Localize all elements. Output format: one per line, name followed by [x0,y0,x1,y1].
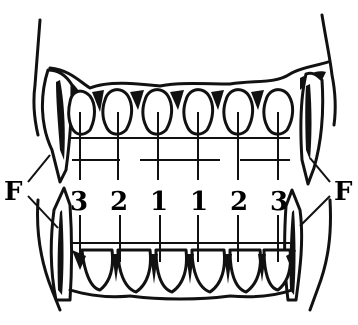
upper-incisor-3-left [69,91,95,134]
upper-right-canine [301,73,323,184]
lower-incisor-1-right [192,250,224,292]
incisor-label-1-left: 1 [150,187,168,217]
fang-label-left: F [4,177,23,207]
incisor-label-3-right: 3 [270,187,288,217]
incisor-label-2-right: 2 [230,187,248,217]
upper-jaw-left-outline [34,20,40,135]
lower-incisor-2-left [118,250,150,292]
fang-label-right: F [334,177,353,207]
lower-incisor-3-left [82,250,113,290]
lower-incisor-2-right [230,250,260,292]
upper-right-canine-shade [305,84,311,160]
incisor-label-2-left: 2 [110,187,128,217]
incisor-label-3-left: 3 [70,187,88,217]
incisor-label-1-right: 1 [190,187,208,217]
lower-jaw-right-outline [310,200,331,310]
upper-gum-line [50,62,328,88]
lower-gum-line [70,290,292,299]
